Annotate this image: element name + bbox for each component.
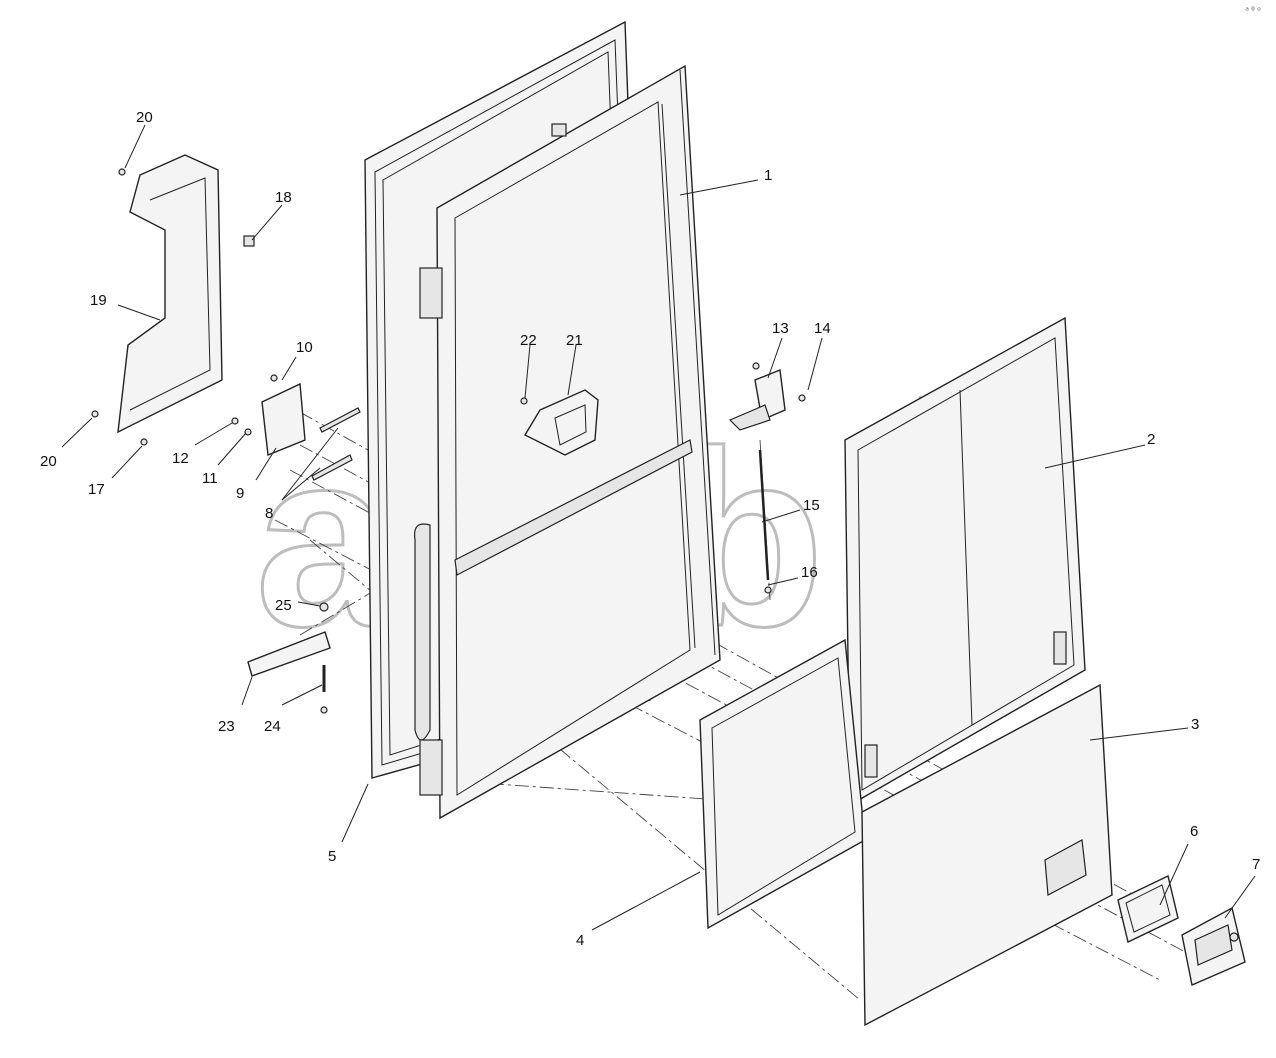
label-8: 8 <box>265 505 273 522</box>
strap-part-23 <box>247 631 331 677</box>
bracket-part-9 <box>261 382 306 456</box>
leader-lines <box>61 124 1256 931</box>
label-25: 25 <box>275 597 292 614</box>
label-6: 6 <box>1190 823 1198 840</box>
label-16: 16 <box>801 564 818 581</box>
inner-handle-part-21 <box>524 389 599 456</box>
corner-mark: ᵃ⁰ᵒ <box>1244 6 1262 17</box>
panel-part-3 <box>861 683 1113 1027</box>
gasket-part-6 <box>1117 874 1179 944</box>
label-7: 7 <box>1252 856 1260 873</box>
label-20-bottom: 20 <box>40 453 57 470</box>
label-2: 2 <box>1147 431 1155 448</box>
fasteners <box>91 168 806 714</box>
strips-part-8 <box>311 407 361 481</box>
cover-part-19 <box>117 154 223 434</box>
label-13: 13 <box>772 320 789 337</box>
label-15: 15 <box>803 497 820 514</box>
label-11: 11 <box>202 470 218 487</box>
label-1: 1 <box>764 167 772 184</box>
label-12: 12 <box>172 450 189 467</box>
label-3: 3 <box>1191 716 1199 733</box>
window-frame-part-2 <box>844 316 1086 807</box>
label-21: 21 <box>566 332 583 349</box>
lock-part-13 <box>728 369 786 431</box>
label-22: 22 <box>520 332 537 349</box>
callout-labels: 1 2 3 4 5 6 7 8 9 10 11 12 13 14 15 16 1… <box>40 109 1260 949</box>
label-4: 4 <box>576 932 584 949</box>
label-19: 19 <box>90 292 107 309</box>
label-20-top: 20 <box>136 109 153 126</box>
label-9: 9 <box>236 485 244 502</box>
label-17: 17 <box>88 481 105 498</box>
label-5: 5 <box>328 848 336 865</box>
label-18: 18 <box>275 189 292 206</box>
outer-handle-part-7 <box>1181 906 1246 986</box>
rod-part-15 <box>758 449 770 581</box>
label-10: 10 <box>296 339 313 356</box>
seal-part-4 <box>699 638 866 930</box>
label-24: 24 <box>264 718 281 735</box>
label-23: 23 <box>218 718 235 735</box>
label-14: 14 <box>814 320 831 337</box>
